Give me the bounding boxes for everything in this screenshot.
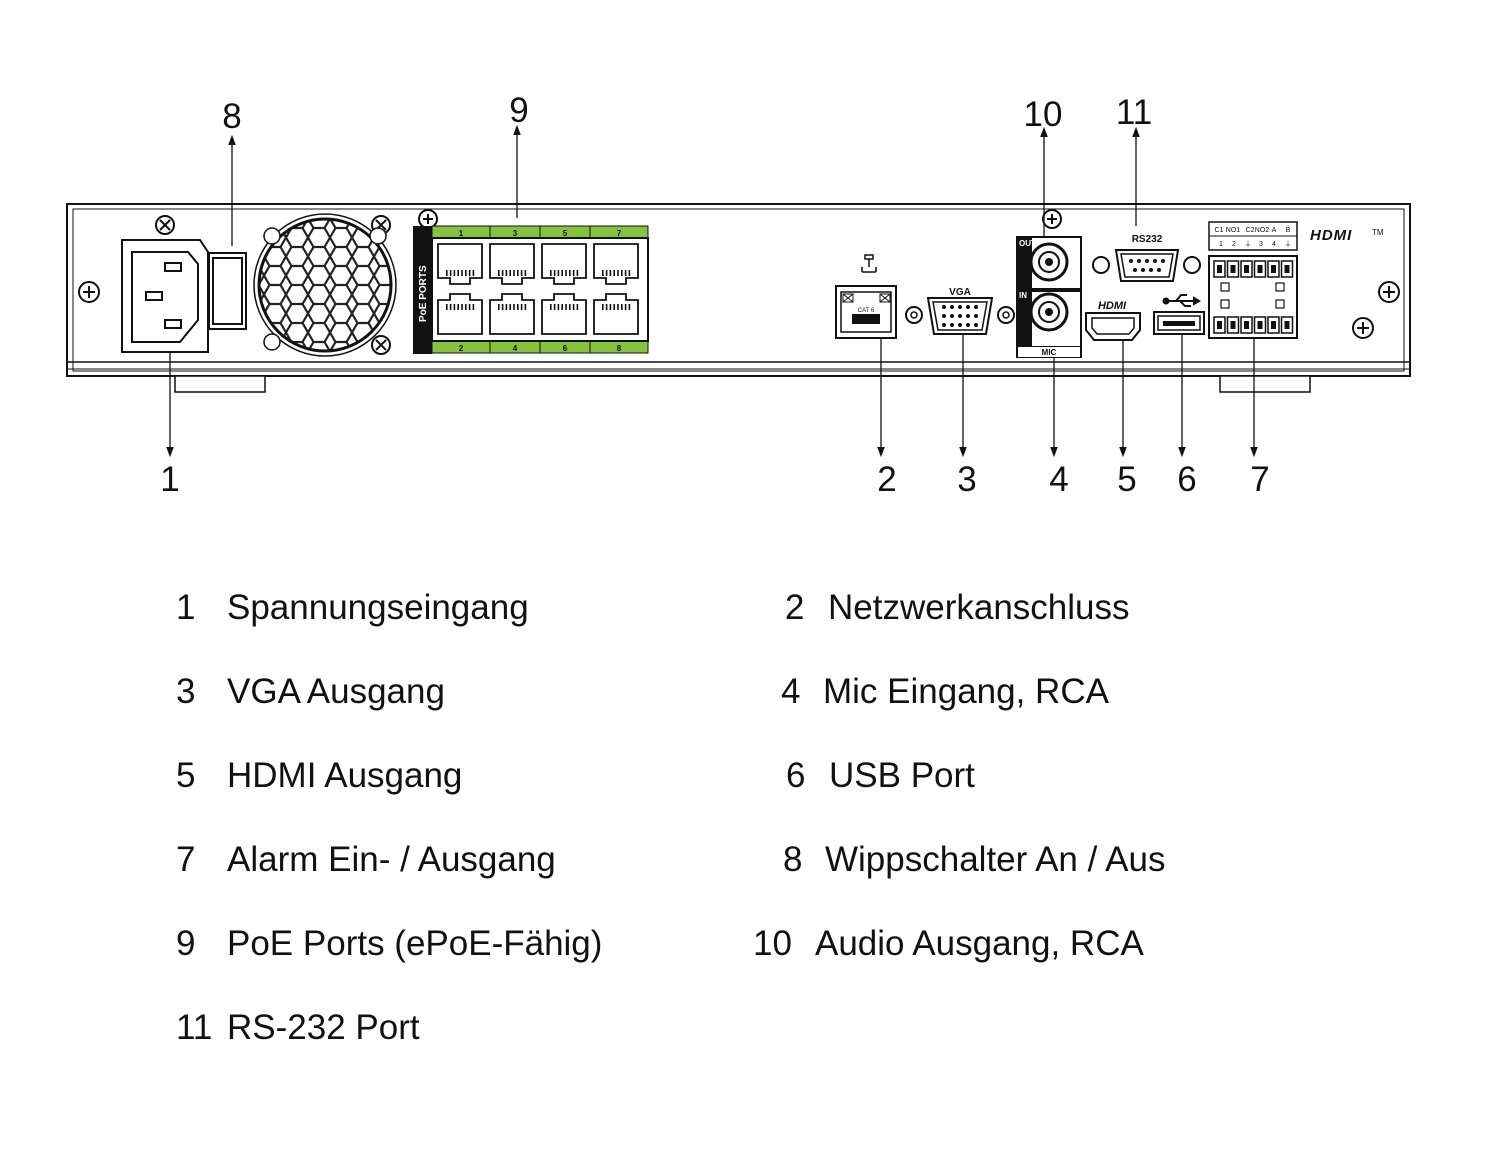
network-port: CAT 6: [835, 254, 897, 339]
screw-icon: [78, 281, 100, 303]
alarm-pin-label: C1: [1215, 227, 1224, 234]
callout-6: 6: [1177, 460, 1196, 499]
alarm-pin-label: 1: [1219, 241, 1223, 248]
rj45-port-icon: [541, 293, 587, 335]
poe-ports-label: PoE PORTS: [418, 265, 429, 322]
callout-11: 11: [1116, 93, 1152, 132]
vga-label: VGA: [949, 287, 971, 298]
vga-port: VGA: [905, 287, 1015, 335]
alarm-pin-label: NO1: [1226, 227, 1241, 234]
callout-10: 10: [1024, 95, 1063, 134]
rj45-port-icon: [593, 293, 639, 335]
callout-4: 4: [1049, 460, 1068, 499]
alarm-pin-label: 4: [1272, 241, 1276, 248]
screw-icon: [371, 335, 391, 355]
rj45-port-icon: [437, 243, 483, 285]
hdmi-logo-text: HDMI: [1310, 227, 1352, 244]
audio-in-label: IN: [1019, 291, 1027, 300]
rs232-port: RS232: [1092, 234, 1201, 282]
poe-port-block: PoE PORTS 1 3 5 7 2 4 6 8: [413, 225, 649, 354]
poe-port-number: 5: [563, 229, 568, 238]
screw-icon: [155, 215, 175, 235]
hdmi-small-label: HDMI: [1098, 300, 1127, 312]
rs232-label: RS232: [1132, 234, 1163, 245]
fan-grille: [253, 213, 397, 357]
callout-3: 3: [957, 460, 976, 499]
alarm-pin-label: ⏚: [1285, 240, 1292, 248]
screw-icon: [1042, 209, 1062, 229]
alarm-pin-label: ⏚: [1245, 240, 1252, 248]
rj45-port-icon: [593, 243, 639, 285]
mic-label: MIC: [1042, 348, 1057, 357]
audio-out-label: OUT: [1019, 239, 1036, 248]
screw-icon: [1352, 317, 1374, 339]
poe-port-number: 8: [617, 344, 622, 353]
rca-in-icon: [1029, 292, 1069, 332]
rj45-port-icon: [541, 243, 587, 285]
poe-port-number: 1: [459, 229, 464, 238]
rj45-port-icon: [437, 293, 483, 335]
rocker-switch: [208, 252, 247, 330]
callout-2: 2: [877, 460, 896, 499]
usb-icon: [1162, 294, 1201, 307]
callout-1: 1: [160, 460, 179, 499]
hdmi-tm-text: TM: [1372, 228, 1384, 237]
rca-out-icon: [1029, 242, 1069, 282]
alarm-pin-label: NO2: [1255, 227, 1270, 234]
screw-icon: [1378, 281, 1400, 303]
audio-block: OUT IN MIC: [1016, 236, 1082, 358]
screw-icon: [418, 209, 438, 229]
rj45-port-icon: [489, 293, 535, 335]
rj45-port-icon: [489, 243, 535, 285]
poe-port-number: 6: [563, 344, 568, 353]
alarm-pin-label: B: [1286, 227, 1291, 234]
poe-port-number: 3: [513, 229, 518, 238]
alarm-pin-label: A: [1272, 227, 1277, 234]
poe-port-number: 2: [459, 344, 464, 353]
net-port-text: CAT 6: [858, 308, 875, 314]
callout-5: 5: [1117, 460, 1136, 499]
usb-port: [1153, 294, 1205, 335]
poe-port-number: 4: [513, 344, 518, 353]
screws: [78, 209, 1400, 355]
power-inlet: [121, 239, 209, 353]
callout-8: 8: [222, 97, 241, 136]
callout-7: 7: [1250, 460, 1269, 499]
callout-9: 9: [509, 91, 528, 130]
alarm-pin-label: 3: [1259, 241, 1263, 248]
callout-numbers: 8 9 10 11 1 2 3 4 5 6 7: [160, 91, 1269, 499]
alarm-pin-label: 2: [1232, 241, 1236, 248]
alarm-pin-label: C2: [1246, 227, 1255, 234]
poe-port-number: 7: [617, 229, 622, 238]
hdmi-logo: HDMI TM: [1310, 227, 1384, 244]
callout-lines: [166, 124, 1258, 458]
hdmi-port: HDMI: [1085, 300, 1141, 341]
